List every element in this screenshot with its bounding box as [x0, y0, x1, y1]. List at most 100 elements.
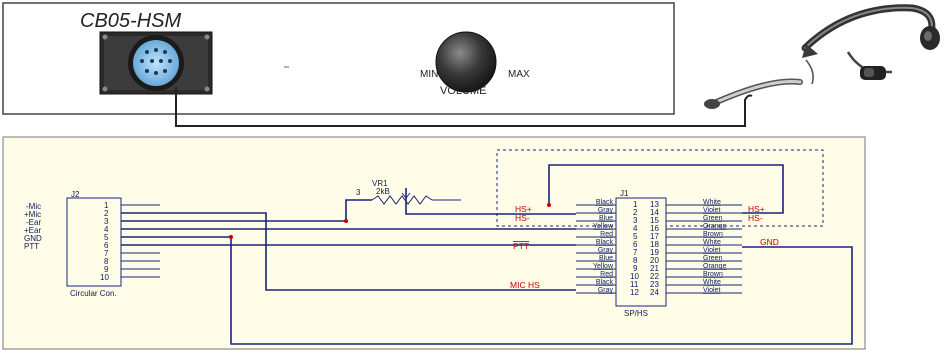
j2-pin: 5	[104, 233, 109, 242]
wire-color-label: Yellow	[593, 263, 614, 270]
wire-color-label: Black	[596, 199, 614, 206]
j1-pin: 17	[650, 232, 659, 241]
junction-dot	[547, 203, 551, 207]
j1-pin: 4	[633, 224, 638, 233]
j1-right-pin-labels: 13 14 15 16 17 18 19 20 21 22 23 24	[650, 200, 659, 297]
j1-pin: 6	[633, 240, 638, 249]
j2-connector	[66, 197, 122, 287]
j1-pin: 14	[650, 208, 659, 217]
wire-color-label: Violet	[703, 247, 720, 254]
j1-left-colors: Black Gray Blue Yellow Red Black Gray Bl…	[593, 199, 614, 294]
wire-gnd	[121, 236, 853, 345]
j1-pin: 16	[650, 224, 659, 233]
headset-icon	[704, 4, 940, 109]
wire-color-label: Black	[596, 239, 614, 246]
j2-signal-labels: -Mic +Mic -Ear +Ear GND PTT	[24, 202, 42, 251]
wire-color-label: Gray	[598, 247, 614, 254]
junction-dot	[229, 235, 233, 239]
wire-color-label: Green	[703, 255, 723, 262]
j1-left-stubs	[576, 204, 616, 294]
wire-color-label: Red	[600, 231, 613, 238]
vr1-pin: 3	[356, 188, 361, 197]
j1-pin: 24	[650, 288, 659, 297]
j1-pin: 13	[650, 200, 659, 209]
j1-caption: SP/HS	[624, 309, 648, 318]
j1-label: J1	[620, 189, 629, 198]
wire-hs-plus-loop	[548, 164, 784, 214]
volume-knob[interactable]	[435, 31, 497, 93]
circular-connector-icon	[99, 31, 213, 95]
wire-color-label: White	[703, 239, 721, 246]
signal-label-hs-plus-right: HS+	[748, 204, 765, 214]
wire-color-label: Violet	[703, 287, 720, 294]
j1-pin: 3	[633, 216, 638, 225]
wire-color-label: Orange	[703, 263, 726, 270]
wire-color-label: Red	[600, 271, 613, 278]
j1-right-colors: White Violet Green Orange Brown White Vi…	[703, 199, 726, 294]
wire-color-label: Brown	[703, 271, 723, 278]
j1-pin: 23	[650, 280, 659, 289]
j2-pin: 9	[104, 265, 109, 274]
wire-mic-hs	[121, 212, 576, 291]
j1-left-pin-labels: 1 2 3 4 5 6 7 8 9 10 11 12	[630, 200, 639, 297]
volume-label: VOLUME	[440, 85, 486, 97]
j2-pin: 3	[104, 217, 109, 226]
j2-signal: +Ear	[24, 226, 41, 235]
volume-max-label: MAX	[508, 69, 530, 80]
j1-right-stubs	[666, 204, 742, 294]
signal-label-mic-hs: MIC HS	[510, 280, 540, 290]
wire-vr1-wiper	[405, 188, 576, 215]
j1-pin: 12	[630, 288, 639, 297]
j1-pin: 8	[633, 256, 638, 265]
junction-dot	[344, 219, 348, 223]
vr1-resistor	[371, 195, 433, 205]
wire-color-label: Brown	[703, 231, 723, 238]
j2-pin: 8	[104, 257, 109, 266]
vr1-value: 2kB	[376, 187, 390, 196]
wire-color-label: Blue	[599, 255, 613, 262]
signal-label-ptt: PTT	[513, 241, 529, 251]
wire-color-label: Yellow	[593, 223, 614, 230]
device-panel: CB05-HSM MIN MAX	[2, 2, 675, 115]
signal-label-hs-minus-right: HS-	[748, 213, 763, 223]
device-title: CB05-HSM	[80, 10, 181, 32]
j1-pin: 7	[633, 248, 638, 257]
j1-pin: 15	[650, 216, 659, 225]
schematic-panel: J2 Circular Con. 1 2 3 4 5 6 7 8 9 10 -M…	[2, 136, 866, 350]
wire-color-label: Gray	[598, 207, 614, 214]
j2-signal: -Ear	[26, 218, 41, 227]
wire-hs-minus	[121, 199, 372, 222]
wire-color-label: White	[703, 279, 721, 286]
j2-pin: 10	[100, 273, 109, 282]
signal-label-hs-plus-left: HS+	[515, 204, 532, 214]
j1-pin: 2	[633, 208, 638, 217]
j1-connector	[615, 197, 667, 307]
wire-color-label: Violet	[703, 207, 720, 214]
signal-label-gnd: GND	[760, 237, 779, 247]
j2-label: J2	[71, 190, 80, 199]
volume-min-label: MIN	[420, 69, 438, 80]
j2-pin: 7	[104, 249, 109, 258]
j2-pin-labels: 1 2 3 4 5 6 7 8 9 10	[100, 201, 109, 282]
j2-signal: -Mic	[26, 202, 41, 211]
j2-pin: 4	[104, 225, 109, 234]
wire-color-label: Blue	[599, 215, 613, 222]
j1-pin: 5	[633, 232, 638, 241]
j1-pin: 10	[630, 272, 639, 281]
j2-pin: 2	[104, 209, 109, 218]
j1-pin: 19	[650, 248, 659, 257]
wiring-nets	[121, 164, 853, 345]
j2-caption: Circular Con.	[70, 289, 117, 298]
wire-color-label: Orange	[703, 223, 726, 230]
j2-pin: 1	[104, 201, 109, 210]
j1-pin: 11	[630, 280, 639, 289]
j2-pin: 6	[104, 241, 109, 250]
wire-color-label: Black	[596, 279, 614, 286]
signal-label-hs-minus-left: HS-	[515, 213, 530, 223]
headset-cable	[175, 87, 753, 127]
j1-pin: 18	[650, 240, 659, 249]
j1-pin: 22	[650, 272, 659, 281]
j2-signal: GND	[24, 234, 42, 243]
wire-color-label: Green	[703, 215, 723, 222]
